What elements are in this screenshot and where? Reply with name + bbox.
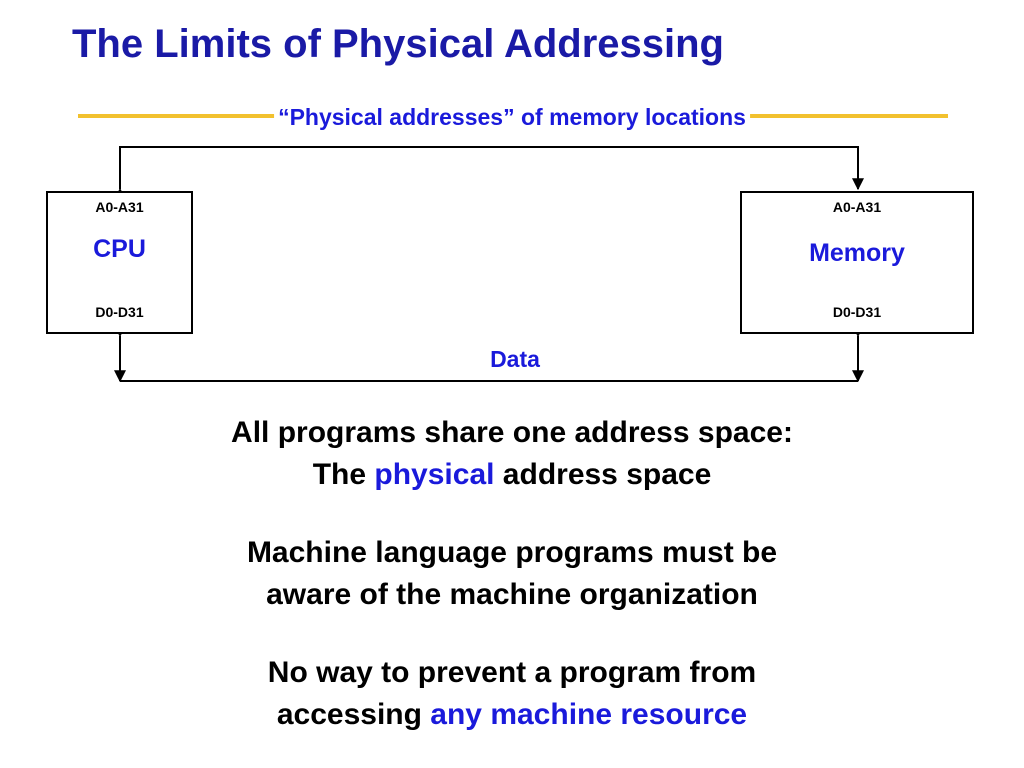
memory-label: Memory [809, 239, 905, 267]
address-bus-label: “Physical addresses” of memory locations [274, 104, 750, 131]
memory-box: A0-A31 Memory D0-D31 [740, 191, 974, 334]
point-text: address space [494, 458, 712, 491]
slide-title: The Limits of Physical Addressing [72, 22, 724, 66]
cpu-label: CPU [93, 235, 146, 263]
address-bus [114, 146, 864, 200]
cpu-box: A0-A31 CPU D0-D31 [46, 191, 193, 334]
point-line: The physical address space [0, 454, 1024, 496]
point-line: accessing any machine resource [0, 694, 1024, 736]
memory-address-pins: A0-A31 [832, 199, 882, 215]
point-line: aware of the machine organization [266, 578, 758, 611]
bullet-point-shared-address-space: All programs share one address space: Th… [0, 412, 1024, 496]
point-text: The [312, 458, 375, 491]
cpu-data-pins: D0-D31 [95, 304, 144, 320]
point-line: Machine language programs must be [246, 536, 778, 569]
bullet-point-machine-organization: Machine language programs must be aware … [0, 532, 1024, 616]
point-line: No way to prevent a program from [267, 656, 757, 689]
point-text: accessing [276, 698, 431, 731]
highlight-physical: physical [374, 458, 495, 491]
highlight-any-machine-resource: any machine resource [430, 698, 748, 731]
bullet-point-no-protection: No way to prevent a program from accessi… [0, 652, 1024, 736]
data-bus [114, 325, 864, 383]
data-bus-label: Data [486, 346, 544, 373]
point-line: All programs share one address space: [231, 416, 793, 449]
memory-data-pins: D0-D31 [832, 304, 882, 320]
cpu-address-pins: A0-A31 [95, 199, 144, 215]
